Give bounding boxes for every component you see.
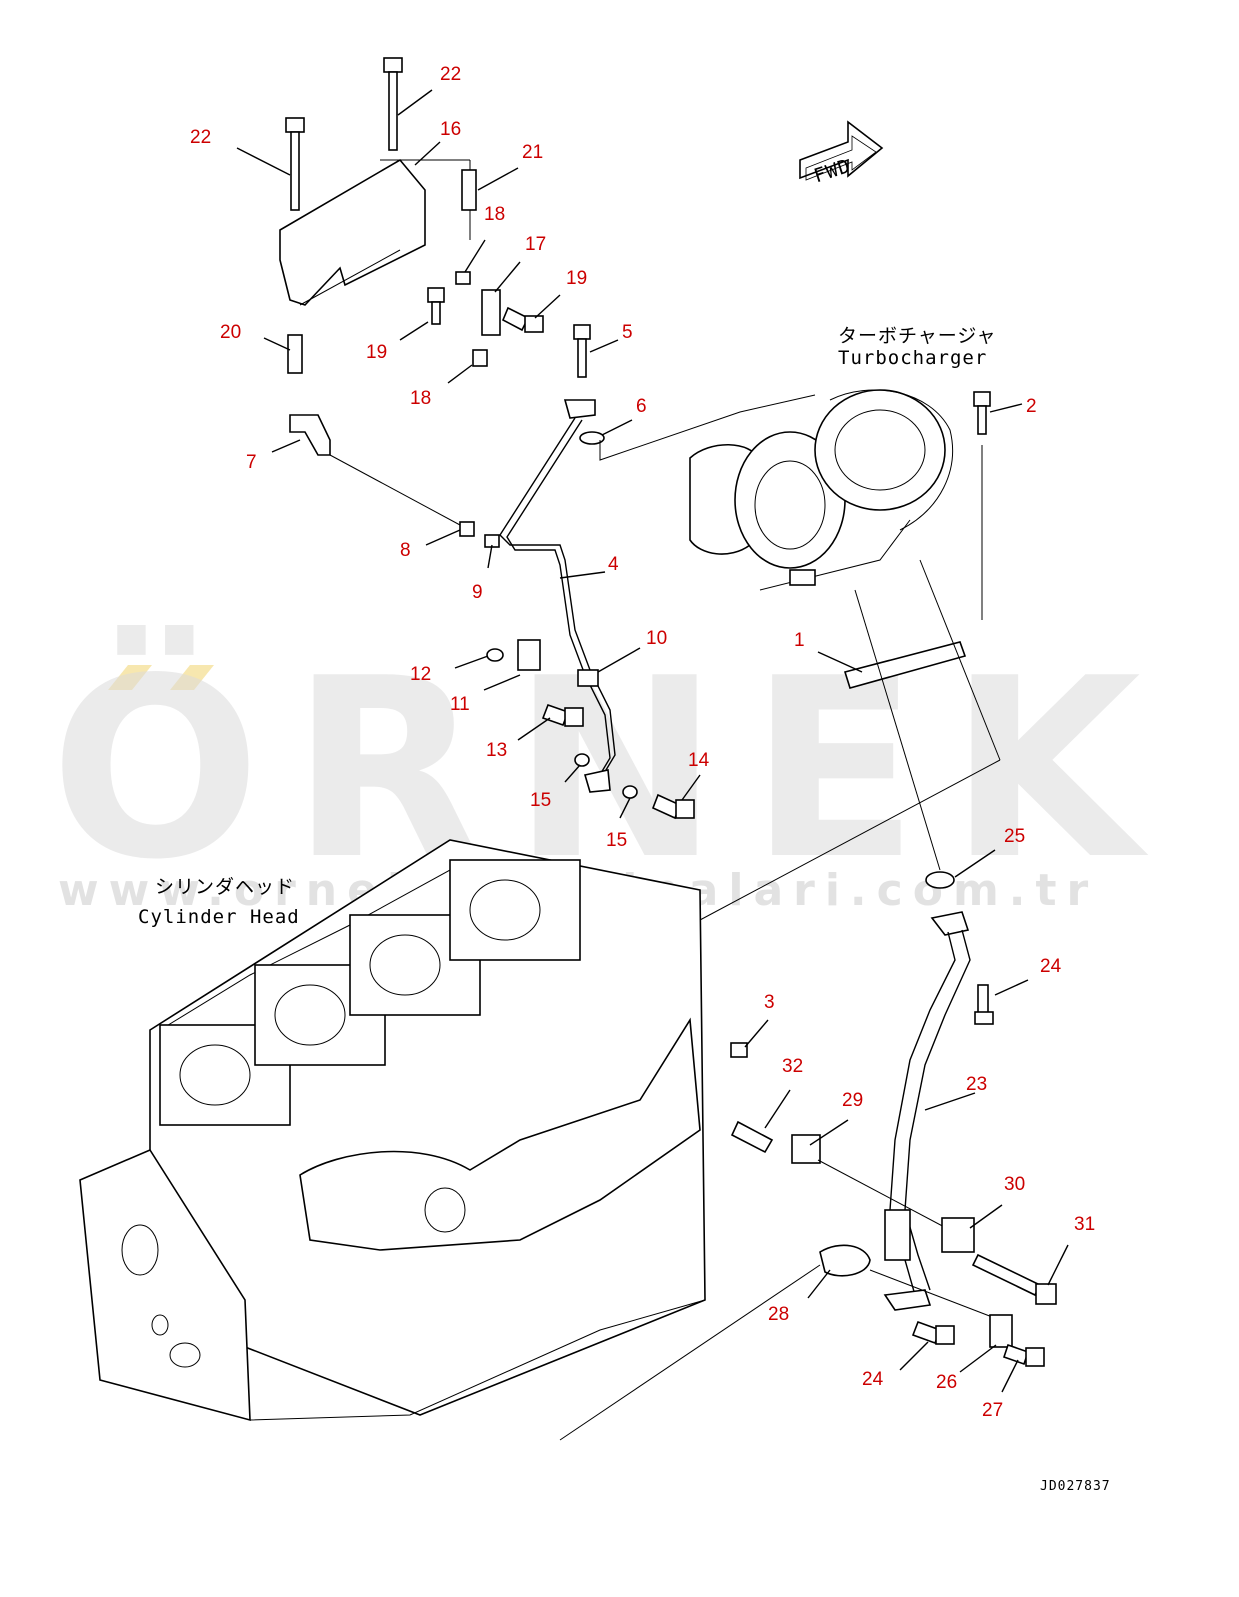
oil-tube-4 [499, 417, 616, 781]
bolt-2 [973, 391, 991, 435]
heat-shield-plate [279, 158, 471, 306]
callout-27: 27 [982, 1400, 1003, 1421]
spacer-21 [461, 169, 477, 211]
callout-24-a: 24 [1040, 956, 1062, 977]
callout-numbers: 22 22 16 21 18 17 19 19 20 18 5 6 2 7 8 … [190, 64, 1095, 1421]
bolt-22-b [285, 117, 305, 211]
tube-flange [563, 399, 596, 419]
callout-14: 14 [688, 750, 710, 771]
bolt-24-b [911, 1320, 955, 1345]
drain-tube-flange [930, 911, 970, 936]
gasket-6 [579, 431, 605, 445]
banjo-fitting [583, 769, 611, 793]
clip-10 [577, 669, 599, 687]
bracket-17 [481, 289, 501, 336]
bracket-11 [517, 639, 541, 671]
cylinder-head-illustration [79, 839, 706, 1422]
callout-13: 13 [486, 740, 507, 761]
callout-18-b: 18 [410, 388, 431, 409]
bolt-24-a [974, 984, 994, 1025]
callout-19-a: 19 [566, 268, 587, 289]
callout-29: 29 [842, 1090, 863, 1111]
bracket-29 [791, 1134, 821, 1164]
callout-16: 16 [440, 119, 461, 140]
bracket-7 [289, 414, 331, 456]
gasket-1 [843, 641, 967, 689]
callout-1: 1 [794, 630, 805, 651]
callout-19-b: 19 [366, 342, 387, 363]
callout-21: 21 [522, 142, 543, 163]
bushing-18-a [455, 271, 471, 285]
washer-12 [486, 648, 504, 662]
callout-23: 23 [966, 1074, 987, 1095]
callout-10: 10 [646, 628, 667, 649]
callout-3: 3 [764, 992, 775, 1013]
callout-31: 31 [1074, 1214, 1095, 1235]
callout-15-a: 15 [530, 790, 551, 811]
bolt-27 [1002, 1343, 1045, 1367]
nut-3 [730, 1042, 748, 1058]
callout-22-b: 22 [190, 127, 211, 148]
bolt-22-a [383, 57, 403, 151]
bracket-26 [989, 1314, 1013, 1348]
bolt-14 [651, 793, 695, 820]
spacer-32 [730, 1120, 774, 1154]
callout-28: 28 [768, 1304, 789, 1325]
cylinder-head-label-jp: シリンダヘッド [155, 876, 295, 898]
callout-5: 5 [622, 322, 633, 343]
callout-24-b: 24 [862, 1369, 884, 1390]
callout-30: 30 [1004, 1174, 1025, 1195]
callout-11: 11 [450, 694, 470, 715]
gasket-28 [819, 1244, 871, 1277]
callout-8: 8 [400, 540, 411, 561]
callout-15-b: 15 [606, 830, 627, 851]
hose-coupling [884, 1209, 911, 1261]
bolt-31 [971, 1253, 1057, 1305]
washer-15-a [574, 753, 590, 767]
callout-9: 9 [472, 582, 483, 603]
callout-25: 25 [1004, 826, 1025, 847]
callout-17: 17 [525, 234, 546, 255]
spacer-20 [287, 334, 303, 374]
bolt-13 [541, 703, 584, 727]
nut-8 [459, 521, 475, 537]
leader-lines [236, 89, 1069, 1393]
callout-18-a: 18 [484, 204, 505, 225]
cylinder-head-label-en: Cylinder Head [138, 906, 300, 928]
callout-32: 32 [782, 1056, 803, 1077]
bolt-19-a [427, 287, 445, 325]
callout-7: 7 [246, 452, 257, 473]
turbocharger-label-en: Turbocharger [838, 347, 987, 369]
drain-tube-lower-flange [883, 1289, 932, 1311]
callout-2: 2 [1026, 396, 1037, 417]
drawing-code: JD027837 [1040, 1479, 1111, 1494]
callout-26: 26 [936, 1372, 957, 1393]
bushing-18-b [472, 349, 488, 367]
callout-22-a: 22 [440, 64, 461, 85]
callout-12: 12 [410, 664, 431, 685]
callout-6: 6 [636, 396, 647, 417]
bolt-19-b [501, 306, 544, 333]
fwd-arrow: FWD [799, 120, 884, 187]
turbocharger-label-jp: ターボチャージャ [838, 325, 996, 347]
callout-20: 20 [220, 322, 241, 343]
callout-4: 4 [608, 554, 619, 575]
gasket-25 [925, 871, 955, 889]
bolt-5 [573, 324, 591, 378]
turbocharger-illustration [689, 389, 954, 591]
bracket-30 [941, 1217, 975, 1253]
washer-15-b [622, 785, 638, 799]
